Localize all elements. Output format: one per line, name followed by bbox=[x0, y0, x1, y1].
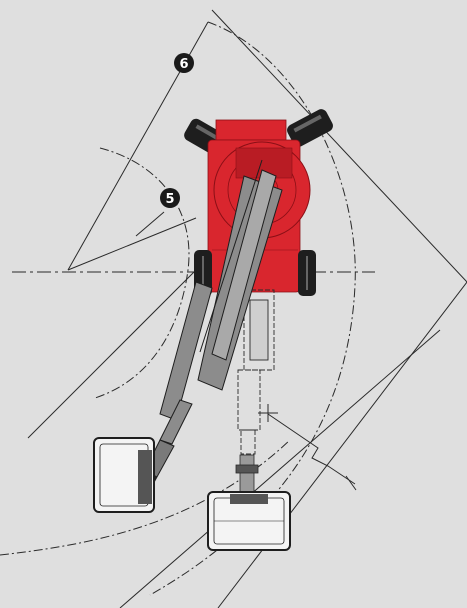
inner-envelope-arc bbox=[94, 147, 190, 399]
boom-mid-section bbox=[211, 169, 277, 361]
stowed-boom bbox=[237, 289, 275, 455]
boundary-line-left-2 bbox=[119, 329, 441, 608]
callout-6-marker bbox=[174, 53, 194, 73]
reach-line-6-b bbox=[67, 217, 197, 271]
chassis-rear-bar bbox=[215, 119, 287, 141]
callout-5-label: 5 bbox=[165, 192, 174, 207]
callout-5-marker bbox=[160, 188, 180, 208]
outer-envelope-arc bbox=[149, 21, 356, 596]
callout-6-label: 6 bbox=[179, 57, 188, 72]
boundary-line-top bbox=[211, 9, 467, 283]
dimension-line bbox=[267, 413, 356, 485]
boundary-line-left bbox=[27, 267, 199, 439]
rear-wheel-right bbox=[287, 109, 333, 147]
outer-envelope-arc-lower bbox=[0, 439, 291, 556]
callout-6: 6 bbox=[174, 53, 194, 73]
reach-line-5 bbox=[135, 211, 165, 237]
stowed-platform-basket bbox=[207, 491, 291, 551]
swung-platform-basket bbox=[93, 437, 155, 513]
swung-boom bbox=[133, 159, 283, 490]
boundary-line-right bbox=[217, 281, 467, 608]
stowed-jib bbox=[235, 454, 259, 494]
callout-5: 5 bbox=[160, 188, 180, 208]
dimension-tick bbox=[345, 475, 357, 491]
